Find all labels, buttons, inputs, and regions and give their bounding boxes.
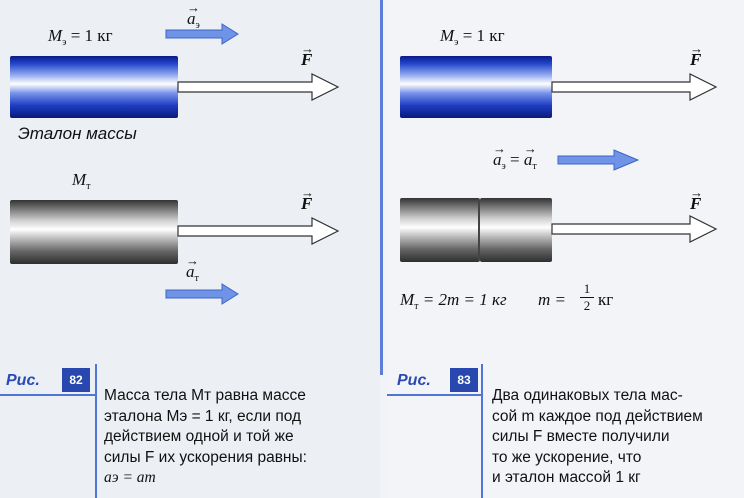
caption-82-rule (0, 394, 95, 396)
caption-82-vrule (95, 364, 97, 498)
caption-82-line: aэ = aт (104, 469, 156, 486)
right-body-cylinder-2 (480, 198, 552, 262)
right-etalon-mass-label: Mэ = 1 кг (440, 26, 505, 48)
body-mass-label: Mт (72, 170, 91, 192)
caption-83-line: то же ускорение, что (492, 448, 642, 466)
right-force-label: →F (690, 41, 703, 69)
right-body-cylinder-1 (400, 198, 480, 262)
caption-82-line: эталона Mэ = 1 кг, если под (104, 407, 302, 425)
divider-line (380, 0, 383, 375)
half-mass-equation: m = (538, 290, 566, 309)
fraction: 1 2 (580, 281, 594, 314)
caption-83-rule (387, 394, 481, 396)
etalon-acceleration-arrow (165, 23, 239, 45)
caption-82-line: действием одной и той же (104, 428, 294, 445)
caption-83-number: 83 (450, 368, 478, 392)
right-force-arrow (551, 73, 718, 101)
caption-83-line: Два одинаковых тела мас- (492, 387, 683, 404)
caption-83-line: силы F вместе получили (492, 428, 670, 445)
caption-83-vrule (481, 364, 483, 498)
force-arrow-2 (177, 217, 340, 245)
force-label: →F (301, 41, 314, 69)
fraction-numerator: 1 (583, 281, 591, 296)
etalon-cylinder (10, 56, 178, 118)
acceleration-equality: →aэ = →aт (493, 141, 537, 172)
caption-82-label: Рис. (6, 372, 40, 389)
etalon-caption: Эталон массы (18, 124, 137, 143)
caption-83-line: сой m каждое под действием (492, 407, 703, 425)
etalon-mass-label: Mэ = 1 кг (48, 26, 113, 48)
caption-82-text: Масса тела Mт равна массе эталона Mэ = 1… (104, 386, 307, 489)
mass-unit: кг (598, 290, 614, 309)
body-acceleration-label: →aт (186, 253, 199, 284)
right-force-label-2: →F (690, 185, 703, 213)
force-arrow (177, 73, 340, 101)
etalon-acceleration-label: →aэ (187, 0, 200, 31)
force-label-2: →F (301, 185, 314, 213)
caption-82-line: силы F их ускорения равны: (104, 448, 307, 466)
right-force-arrow-2 (551, 215, 718, 243)
caption-83-text: Два одинаковых тела мас- сой m каждое по… (492, 386, 703, 489)
mass-equation: Mт = 2m = 1 кг (400, 290, 507, 312)
body-acceleration-arrow (165, 283, 239, 305)
fraction-denominator: 2 (580, 297, 594, 314)
body-cylinder (10, 200, 178, 264)
right-etalon-cylinder (400, 56, 552, 118)
caption-82-number: 82 (62, 368, 90, 392)
right-acceleration-arrow (557, 149, 640, 171)
caption-82-line: Масса тела Mт равна массе (104, 387, 306, 404)
caption-83-line: и эталон массой 1 кг (492, 469, 641, 486)
caption-83-label: Рис. (397, 372, 431, 389)
